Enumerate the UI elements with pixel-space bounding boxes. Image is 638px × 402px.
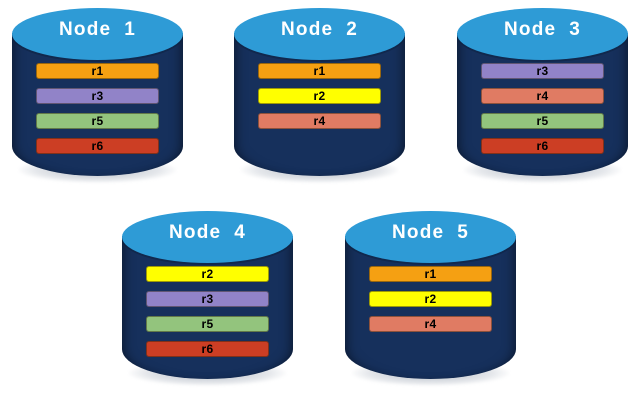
shard-r3[interactable]: r3	[146, 291, 269, 307]
shard-r1[interactable]: r1	[369, 266, 492, 282]
cylinder-top	[122, 211, 293, 263]
shard-list: r1 r3 r5 r6	[36, 63, 159, 163]
shard-r6[interactable]: r6	[36, 138, 159, 154]
shard-r3[interactable]: r3	[36, 88, 159, 104]
shard-r4[interactable]: r4	[481, 88, 604, 104]
shard-r2[interactable]: r2	[258, 88, 381, 104]
node-1[interactable]: Node 1 r1 r3 r5 r6	[10, 5, 185, 185]
shard-r6[interactable]: r6	[481, 138, 604, 154]
cylinder-top	[345, 211, 516, 263]
shard-r5[interactable]: r5	[36, 113, 159, 129]
node-4[interactable]: Node 4 r2 r3 r5 r6	[120, 208, 295, 388]
cylinder-top	[12, 8, 183, 60]
shard-r4[interactable]: r4	[369, 316, 492, 332]
shard-r1[interactable]: r1	[258, 63, 381, 79]
node-5[interactable]: Node 5 r1 r2 r4	[343, 208, 518, 388]
shard-list: r2 r3 r5 r6	[146, 266, 269, 366]
shard-r6[interactable]: r6	[146, 341, 269, 357]
cylinder-top	[234, 8, 405, 60]
shard-list: r1 r2 r4	[258, 63, 381, 138]
shard-list: r3 r4 r5 r6	[481, 63, 604, 163]
node-title: Node 1	[58, 19, 137, 40]
shard-r5[interactable]: r5	[146, 316, 269, 332]
node-title: Node 3	[503, 19, 582, 40]
cylinder-top	[457, 8, 628, 60]
shard-r2[interactable]: r2	[146, 266, 269, 282]
node-3[interactable]: Node 3 r3 r4 r5 r6	[455, 5, 630, 185]
node-2[interactable]: Node 2 r1 r2 r4	[232, 5, 407, 185]
shard-r2[interactable]: r2	[369, 291, 492, 307]
shard-list: r1 r2 r4	[369, 266, 492, 341]
shard-r1[interactable]: r1	[36, 63, 159, 79]
shard-r4[interactable]: r4	[258, 113, 381, 129]
shard-r5[interactable]: r5	[481, 113, 604, 129]
node-title: Node 2	[280, 19, 359, 40]
node-title: Node 4	[168, 222, 247, 243]
node-title: Node 5	[391, 222, 470, 243]
shard-r3[interactable]: r3	[481, 63, 604, 79]
